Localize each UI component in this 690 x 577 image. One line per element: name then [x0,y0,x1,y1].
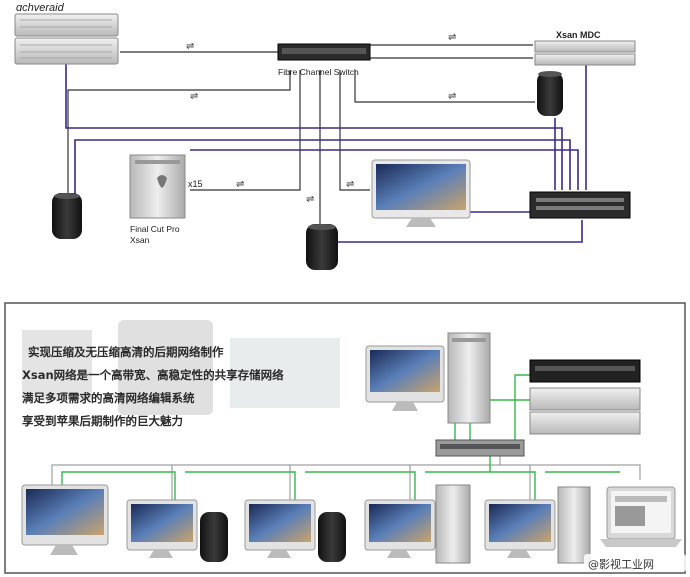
raid-brand-label: ɑchveraid [16,2,65,14]
client-line2-label: Xsan [130,235,150,245]
imac-bottom-1 [21,484,109,555]
mac-pro-right [537,71,563,116]
watermark-text: @影视工业网 [588,557,654,571]
ethernet-links [65,55,587,243]
imac-bottom-top [365,345,445,411]
arrow-6: ⇌ [346,179,354,190]
feature-text: 实现压缩及无压缩高清的后期网络制作 Xsan网络是一个高带宽、高稳定性的共享存储… [22,345,284,428]
feature-line-1: 实现压缩及无压缩高清的后期网络制作 [28,345,224,359]
top-diagram: ⇌ ⇌ ⇌ ⇌ ⇌ ⇌ ⇌ ɑchveraid Fibre Channel Sw… [14,2,636,270]
final-cut-pro-client: x15 Final Cut Pro Xsan [129,154,203,245]
mac-pro-tower-bottom-1 [435,484,471,564]
arrow-3: ⇌ [190,91,198,102]
arrow-4: ⇌ [448,91,456,102]
mac-pro-tower-bottom-2 [557,486,591,564]
arrow-7: ⇌ [306,194,314,205]
fibre-links [67,44,535,225]
client-count-label: x15 [188,179,203,189]
imac-bottom-4 [364,499,436,558]
feature-line-4: 享受到苹果后期制作的巨大魅力 [22,414,183,428]
mac-pro-center [306,224,338,270]
ethernet-switch-top [529,191,631,219]
rack-switch-bottom [529,359,641,383]
raid-storage: ɑchveraid [14,2,119,65]
xsan-mdc-label: Xsan MDC [556,30,601,40]
switch-label: Fibre Channel Switch [278,67,359,77]
fibre-channel-switch: Fibre Channel Switch [277,43,371,77]
feature-line-2: Xsan网络是一个高带宽、高稳定性的共享存储网络 [22,368,284,382]
imac-bottom-3 [244,499,316,558]
imac-bottom-5 [484,499,556,558]
arrow-1: ⇌ [186,41,194,52]
feature-line-3: 满足多项需求的高清网络编辑系统 [22,391,195,405]
watermark: @影视工业网 [584,554,686,572]
bottom-diagram: 实现压缩及无压缩高清的后期网络制作 Xsan网络是一个高带宽、高稳定性的共享存储… [4,302,686,574]
mac-pro-bottom-1 [200,512,228,562]
client-line1-label: Final Cut Pro [130,224,180,234]
mac-pro-bottom-2 [318,512,346,562]
ethernet-switch-bottom [435,439,525,457]
background-collage [22,320,340,415]
imac-top [371,159,471,227]
mac-pro-left [52,193,82,239]
mac-pro-tower-bottom-top [447,332,491,424]
xsan-mdc: Xsan MDC [534,30,636,66]
macbook-bottom [600,486,682,547]
arrow-5: ⇌ [236,179,244,190]
raid-storage-bottom [529,387,641,435]
link-arrows: ⇌ ⇌ ⇌ ⇌ ⇌ ⇌ ⇌ [186,32,456,205]
arrow-2: ⇌ [448,32,456,43]
imac-bottom-2 [126,499,198,558]
